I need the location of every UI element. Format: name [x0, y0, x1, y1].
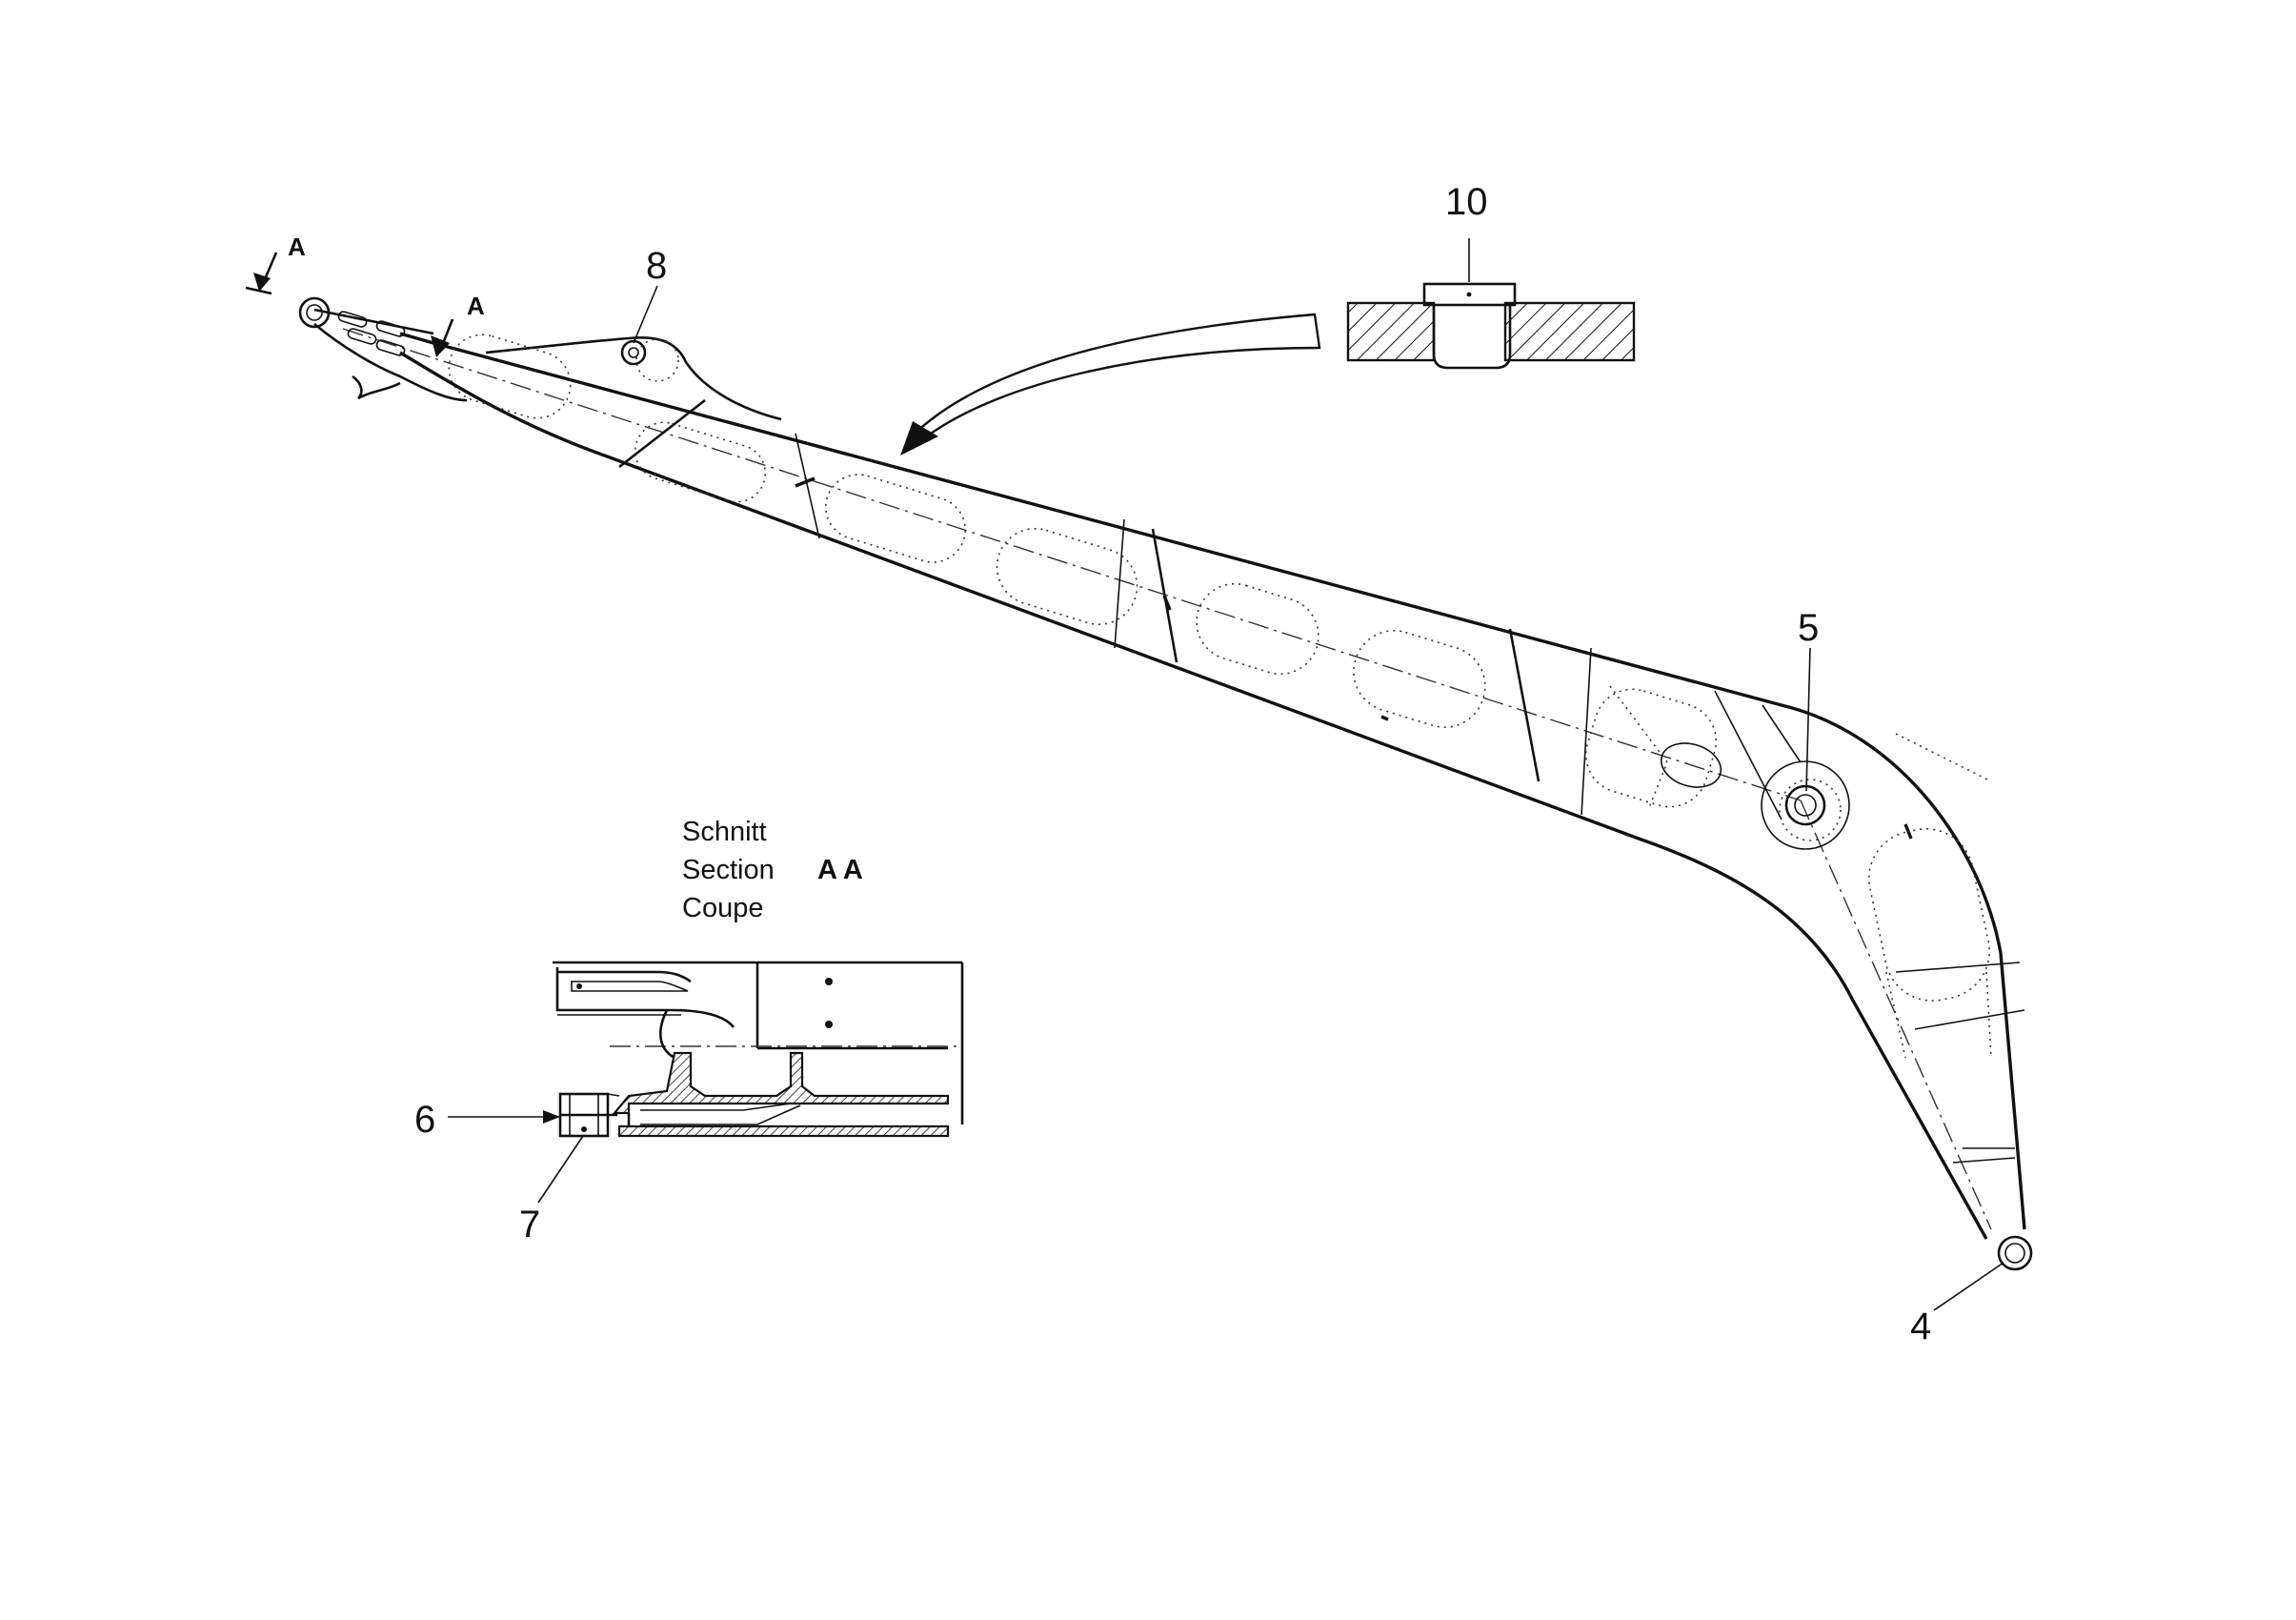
- section-label-section: Section: [682, 855, 775, 885]
- section-aa-view: [553, 961, 964, 1138]
- leader-lines: [245, 238, 2004, 1311]
- callout-5: 5: [1798, 607, 1819, 649]
- detail-10-bushing: [1346, 282, 1636, 370]
- view-marker-a-left: A: [288, 233, 306, 261]
- callout-7: 7: [519, 1204, 540, 1245]
- section-label-coupe: Coupe: [682, 893, 763, 923]
- callout-4: 4: [1910, 1306, 1931, 1347]
- callout-6: 6: [414, 1099, 435, 1141]
- callout-10: 10: [1445, 181, 1488, 223]
- boom-arm: [298, 296, 2033, 1271]
- section-label-aa: A A: [817, 855, 863, 885]
- view-marker-a-right: A: [467, 292, 485, 320]
- callout-8: 8: [646, 245, 667, 287]
- section-label-schnitt: Schnitt: [682, 817, 767, 847]
- detail-10-pointer-arrow: [900, 313, 1321, 456]
